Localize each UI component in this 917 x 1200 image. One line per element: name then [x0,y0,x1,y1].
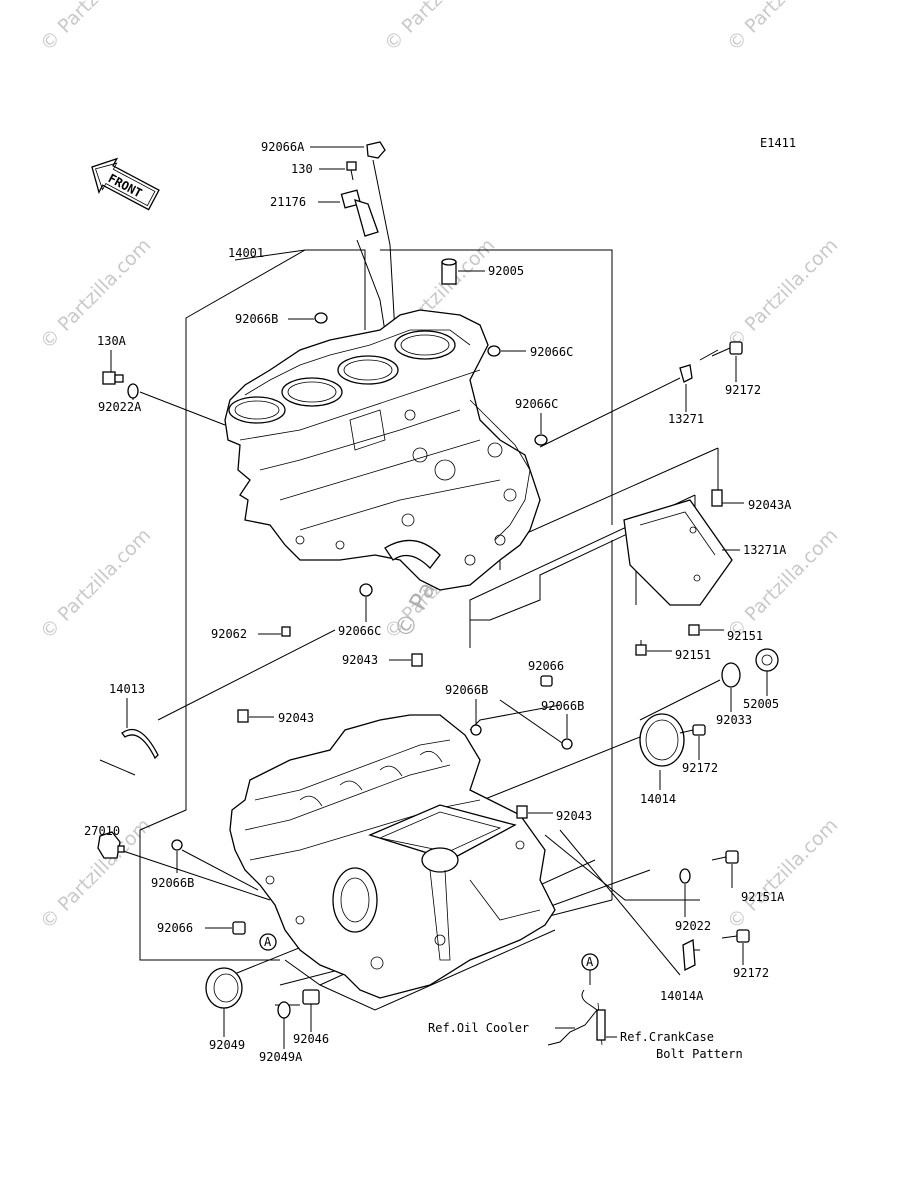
dowel-92043 [237,709,249,723]
svg-text:A: A [586,955,594,969]
label-92022: 92022 [675,919,711,933]
bolt-92151A [725,850,739,864]
plug-92066C [359,583,373,597]
plug-92066C [487,345,501,357]
label-92172: 92172 [682,761,718,775]
plug-92066B [470,724,482,736]
label-130: 130 [291,162,313,176]
label-92062: 92062 [211,627,247,641]
label-92043: 92043 [342,653,378,667]
sensor-21176 [340,189,379,237]
label-92066B: 92066B [235,312,278,326]
label-92066B: 92066B [541,699,584,713]
label-ref-oil-cooler: Ref.Oil Cooler [428,1021,529,1035]
label-130A: 130A [97,334,127,348]
label-27010: 27010 [84,824,120,838]
seal-92049 [205,967,243,1009]
label-92043A: 92043A [748,498,792,512]
watermark: © Partzilla.com [36,524,155,643]
label-92033: 92033 [716,713,752,727]
oil-cooler-pipe [547,989,606,1046]
plug-92062 [281,626,291,637]
bolt-92151 [635,640,647,656]
label-13271A: 13271A [743,543,787,557]
watermark: © Partzilla.com [723,234,842,353]
label-92066C: 92066C [530,345,573,359]
label-92049A: 92049A [259,1050,303,1064]
plug-92066B [171,839,183,851]
label-92046: 92046 [293,1032,329,1046]
label-21176: 21176 [270,195,306,209]
plate-13271A [623,499,733,606]
upper-crankcase [224,309,541,591]
watermark: © Partzilla.com [723,0,842,56]
part-labels: 92066A 130 21176 14001 92005 92066B 9206… [84,140,792,1064]
bearing-92046 [302,989,320,1005]
label-ref-crankcase-bolt-pattern: Bolt Pattern [656,1047,743,1061]
label-14014A: 14014A [660,989,704,1003]
dowel-92043A [711,489,723,507]
small-parts [97,141,779,1046]
label-92043: 92043 [556,809,592,823]
plug-92066B [314,312,328,324]
watermark: © Partzilla.com [36,234,155,353]
bolt-92172 [736,929,750,943]
label-92151A: 92151A [741,890,785,904]
label-13271: 13271 [668,412,704,426]
plug-92066 [232,921,246,935]
washer-92022A [127,383,139,399]
dowel-92043 [516,805,528,819]
bolt-130 [346,161,357,181]
bolt-130A [102,371,124,385]
label-92066A: 92066A [261,140,305,154]
watermark: © Partzilla.com [380,0,499,56]
label-52005: 52005 [743,697,779,711]
plug-92066B [561,738,573,750]
plug-92066A [366,141,386,159]
washer-92022 [679,868,691,884]
front-arrow-icon: FRONT [91,157,160,211]
label-14013: 14013 [109,682,145,696]
bolt-92151 [688,624,700,636]
ring-92033 [721,662,741,688]
plug-92066 [540,675,553,687]
label-92151: 92151 [675,648,711,662]
watermark: © Partzilla.com [723,814,842,933]
label-92043: 92043 [278,711,314,725]
label-92049: 92049 [209,1038,245,1052]
label-92066C: 92066C [338,624,381,638]
lower-crankcase [229,714,556,999]
watermark: © Partzilla.com [36,0,155,56]
label-14001: 14001 [228,246,264,260]
bolt-92172 [711,341,743,357]
fitting-92005 [441,258,457,285]
cover-14014 [639,713,685,767]
bracket-14014A [682,938,696,972]
ring-92049A [277,1001,291,1019]
guide-14013 [121,728,159,760]
label-ref-crankcase: Ref.CrankCase [620,1030,714,1044]
label-92066B: 92066B [445,683,488,697]
bracket-13271 [679,364,693,383]
label-92172: 92172 [733,966,769,980]
label-92151: 92151 [727,629,763,643]
diagram-code: E1411 [760,136,796,150]
label-92066: 92066 [157,921,193,935]
dowel-92043 [411,653,423,667]
label-92066B: 92066B [151,876,194,890]
plug-92066C [534,434,548,446]
seal-52005 [755,648,779,672]
label-92022A: 92022A [98,400,142,414]
ref-circle-a: A [259,933,277,951]
label-92172: 92172 [725,383,761,397]
label-14014: 14014 [640,792,676,806]
label-92066C: 92066C [515,397,558,411]
svg-text:A: A [264,935,272,949]
label-92066: 92066 [528,659,564,673]
ref-circle-a: A [581,953,599,985]
label-92005: 92005 [488,264,524,278]
switch-27010 [97,831,125,859]
bolt-92172 [692,724,706,736]
